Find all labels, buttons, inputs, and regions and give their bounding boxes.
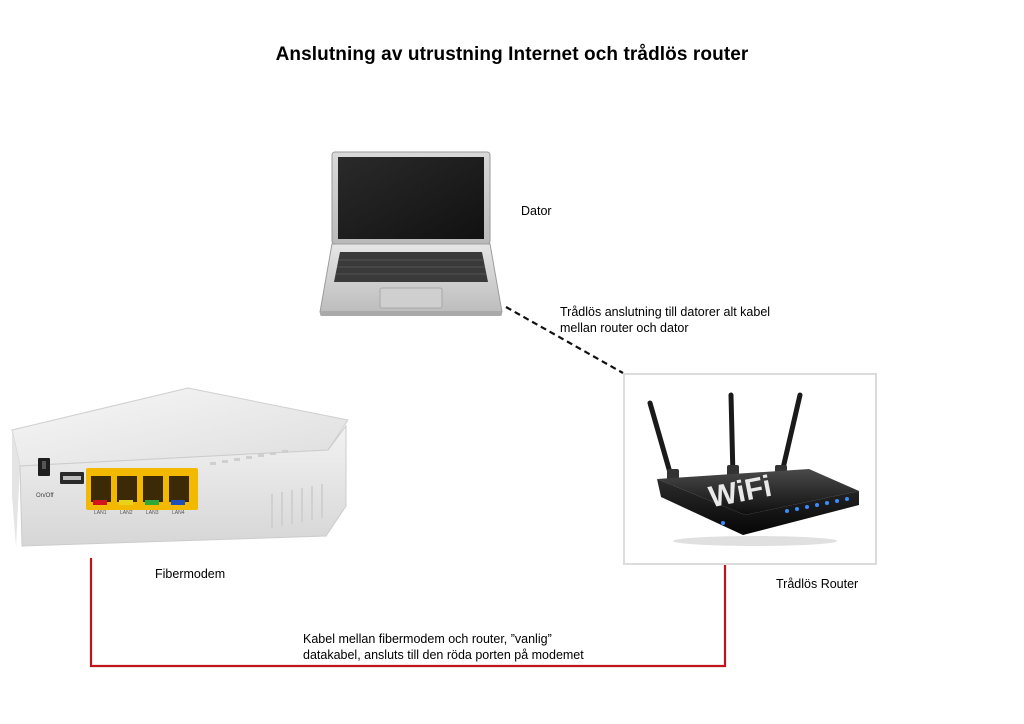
- label-cable-note-line2: datakabel, ansluts till den röda porten …: [303, 648, 584, 662]
- diagram-title: Anslutning av utrustning Internet och tr…: [275, 44, 749, 65]
- label-cable-note-line1: Kabel mellan fibermodem och router, ”van…: [303, 632, 552, 646]
- ethernet-cable-line: [89, 558, 727, 668]
- label-wireless-note-line2: mellan router och dator: [560, 321, 689, 335]
- wireless-link-dashed-line: [505, 306, 624, 374]
- port-label-lan4: LAN4: [172, 510, 185, 516]
- port-label-lan3: LAN3: [146, 510, 159, 516]
- label-fibermodem: Fibermodem: [155, 567, 226, 581]
- port-label-lan2: LAN2: [120, 510, 133, 516]
- laptop-image: [319, 151, 503, 316]
- fiber-modem-image: On/Off LAN1 LAN2 LAN3 LAN4: [11, 387, 349, 547]
- label-dator: Dator: [521, 204, 552, 218]
- label-wireless-note-line1: Trådlös anslutning till datorer alt kabe…: [560, 305, 771, 319]
- power-switch-label: On/Off: [36, 493, 54, 499]
- label-wireless-router: Trådlös Router: [776, 577, 859, 591]
- port-label-lan1: LAN1: [94, 510, 107, 516]
- wireless-router-image: WiFi: [623, 373, 877, 565]
